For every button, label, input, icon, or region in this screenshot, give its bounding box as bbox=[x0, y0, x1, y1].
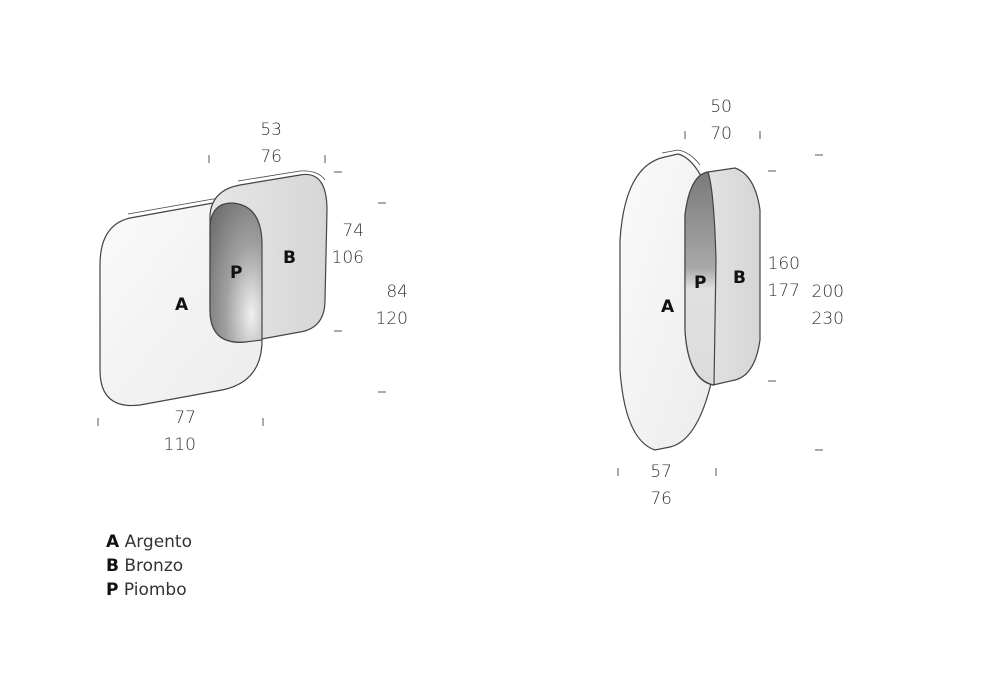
dim-value: 74 bbox=[342, 221, 364, 241]
dim-value: 106 bbox=[331, 248, 364, 268]
legend-key: A bbox=[106, 532, 120, 552]
left-label-a: A bbox=[175, 295, 189, 315]
dim-value: 110 bbox=[163, 435, 196, 455]
dim-value: 76 bbox=[260, 147, 282, 167]
right-mirror-set bbox=[619, 149, 761, 451]
dim-value: 76 bbox=[650, 489, 672, 509]
finish-legend: A Argento B Bronzo P Piombo bbox=[106, 530, 192, 602]
dim-value: 177 bbox=[767, 281, 800, 301]
left-mirror-p-piombo bbox=[209, 202, 263, 343]
dim-value: 70 bbox=[710, 124, 732, 144]
dim-value: 120 bbox=[375, 309, 408, 329]
dim-value: 200 bbox=[811, 282, 844, 302]
legend-item-argento: A Argento bbox=[106, 530, 192, 554]
dim-value: 230 bbox=[811, 309, 844, 329]
left-mirror-b-edge bbox=[237, 170, 326, 182]
dim-value: 53 bbox=[260, 120, 282, 140]
dim-value: 57 bbox=[650, 462, 672, 482]
legend-name: Argento bbox=[124, 532, 192, 552]
left-label-b: B bbox=[283, 248, 296, 268]
dim-value: 160 bbox=[767, 254, 800, 274]
legend-item-piombo: P Piombo bbox=[106, 578, 192, 602]
legend-key: B bbox=[106, 556, 119, 576]
right-label-a: A bbox=[661, 297, 675, 317]
right-label-b: B bbox=[733, 268, 746, 288]
right-mirror-p-piombo bbox=[684, 171, 717, 386]
right-label-p: P bbox=[694, 273, 707, 293]
legend-item-bronzo: B Bronzo bbox=[106, 554, 192, 578]
left-mirror-set bbox=[99, 170, 328, 407]
dim-value: 84 bbox=[386, 282, 408, 302]
legend-name: Bronzo bbox=[124, 556, 184, 576]
legend-key: P bbox=[106, 580, 119, 600]
left-label-p: P bbox=[230, 263, 243, 283]
legend-name: Piombo bbox=[123, 580, 187, 600]
right-dimension-ticks bbox=[617, 131, 823, 476]
dim-value: 77 bbox=[174, 408, 196, 428]
right-mirror-a-edge bbox=[661, 149, 701, 166]
dim-value: 50 bbox=[710, 97, 732, 117]
left-dimension-ticks bbox=[97, 155, 386, 426]
